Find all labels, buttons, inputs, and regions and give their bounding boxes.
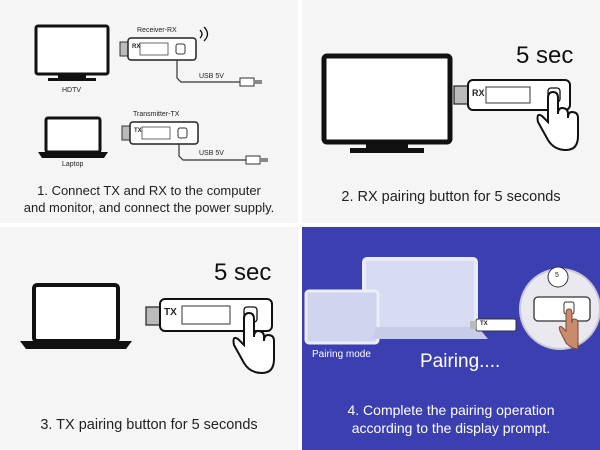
- step4-caption-line1: 4. Complete the pairing operation: [347, 402, 555, 418]
- laptop-label: Laptop: [62, 161, 84, 168]
- step4-panel: 5 TX Pairing mode Pairing.... 4. Complet…: [302, 227, 600, 450]
- step2-illustration: [321, 53, 579, 153]
- transmitter-label: Transmitter-TX: [133, 111, 180, 118]
- step3-panel: 5 sec TX 3. TX pairing button for 5 seco…: [0, 227, 298, 450]
- pairing-mode-label: Pairing mode: [312, 349, 371, 360]
- usb-plug-top-tip: [254, 80, 262, 84]
- rx-dongle-icon: [119, 26, 209, 61]
- tx-mark: TX: [164, 307, 177, 318]
- step3-illustration: [20, 283, 275, 375]
- rx-mark: RX: [472, 88, 485, 98]
- step4-caption-line2: according to the display prompt.: [351, 420, 551, 436]
- zoom-bubble: [519, 266, 600, 350]
- monitor-icon: [362, 257, 478, 337]
- usb-cable-bottom: [178, 144, 246, 161]
- step1-panel: Receiver-RX RX HDTV USB 5V Transmitter-T…: [0, 0, 298, 223]
- rx-mark: RX: [132, 44, 141, 50]
- monitor-icon: [321, 53, 453, 153]
- step1-caption: 1. Connect TX and RX to the computer and…: [0, 182, 298, 216]
- tx-dongle-icon: [121, 121, 199, 145]
- usb-label-top: USB 5V: [199, 73, 224, 80]
- receiver-label: Receiver-RX: [137, 27, 177, 34]
- usb-cable-top: [176, 60, 240, 83]
- pairing-status: Pairing....: [420, 351, 501, 372]
- hdtv-icon: [34, 24, 110, 81]
- tx-mark: TX: [134, 128, 142, 134]
- usb-plug-top-icon: [239, 77, 255, 87]
- laptop-icon: [20, 283, 132, 349]
- step4-caption: 4. Complete the pairing operation accord…: [302, 401, 600, 437]
- bubble-timer: 5: [555, 272, 559, 279]
- step1-illustration: [34, 24, 268, 165]
- step2-caption: 2. RX pairing button for 5 seconds: [341, 189, 561, 205]
- usb-label-bottom: USB 5V: [199, 150, 224, 157]
- rx-timer: 5 sec: [516, 42, 574, 69]
- step2-panel: 5 sec RX 2. RX pairing button for 5 seco…: [302, 0, 600, 223]
- tx-dongle-icon: [470, 318, 517, 332]
- hdtv-label: HDTV: [62, 87, 82, 94]
- laptop-icon: [304, 289, 488, 345]
- step4-illustration: [304, 257, 600, 350]
- laptop-icon: [38, 116, 108, 158]
- usb-plug-bottom-icon: [245, 155, 261, 165]
- pressing-hand-icon: [232, 311, 275, 375]
- pressing-hand-icon: [558, 308, 579, 350]
- step1-caption-line2: and monitor, and connect the power suppl…: [23, 200, 275, 215]
- tx-timer: 5 sec: [214, 259, 272, 286]
- tx-mark: TX: [480, 321, 488, 327]
- pressing-hand-icon: [536, 90, 579, 152]
- step1-caption-line1: 1. Connect TX and RX to the computer: [37, 183, 261, 198]
- usb-plug-bottom-tip: [260, 158, 268, 162]
- step3-caption: 3. TX pairing button for 5 seconds: [40, 417, 258, 433]
